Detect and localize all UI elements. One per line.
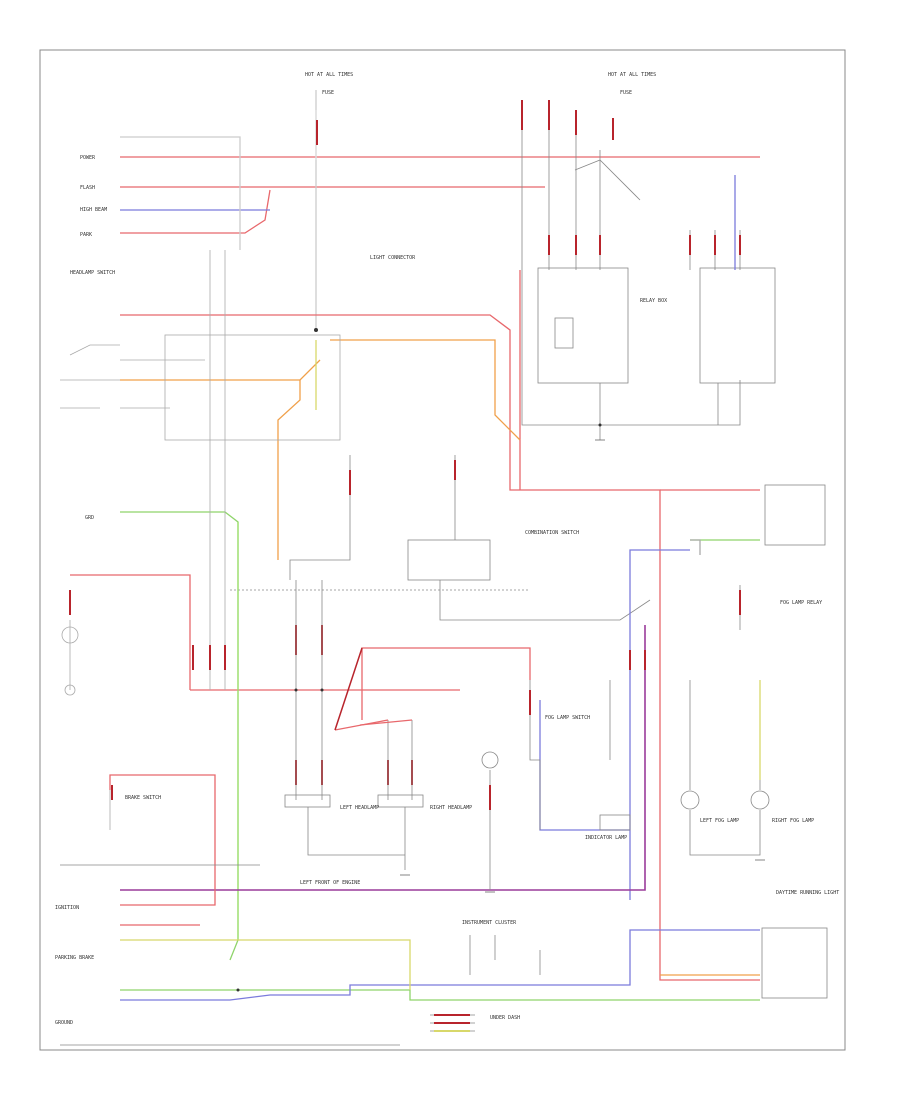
label-instrument-cluster: INSTRUMENT CLUSTER	[462, 920, 517, 926]
label-relay-box: RELAY BOX	[640, 298, 668, 304]
bottom-connectors	[60, 864, 541, 1046]
label-park: PARK	[80, 232, 93, 238]
purple-wire	[120, 625, 646, 891]
label-ignition: IGNITION	[55, 905, 80, 911]
label-light-connector: LIGHT CONNECTOR	[370, 255, 416, 261]
label-right-headlamp: RIGHT HEADLAMP	[430, 805, 473, 811]
label-flash: FLASH	[80, 185, 96, 191]
label-power: POWER	[80, 155, 96, 161]
label-brake-switch: BRAKE SWITCH	[125, 795, 162, 801]
splice-dots	[236, 328, 602, 992]
combination-switch	[230, 455, 651, 621]
label-hot-all-times-2: HOT AT ALL TIMES	[608, 72, 657, 78]
top-wire-bundle	[120, 90, 760, 330]
combination-stubs	[295, 460, 456, 785]
relay-stubs-red	[548, 235, 741, 255]
label-under-dash: UNDER DASH	[490, 1015, 521, 1021]
label-headlamp-switch: HEADLAMP SWITCH	[70, 270, 116, 276]
ground-symbols	[400, 439, 765, 893]
yellow-wire-bottom	[120, 539, 701, 990]
fog-lamp-switch	[481, 680, 631, 890]
label-left-headlamp: LEFT HEADLAMP	[340, 805, 380, 811]
label-indicator-lamp: INDICATOR LAMP	[585, 835, 628, 841]
label-fog-lamp-relay: FOG LAMP RELAY	[780, 600, 823, 606]
label-right-fog-lamp: RIGHT FOG LAMP	[772, 818, 815, 824]
right-fog-lamps	[680, 484, 828, 999]
label-combination-switch: COMBINATION SWITCH	[525, 530, 580, 536]
label-fuse-2: FUSE	[620, 90, 633, 96]
label-hot-all-times-1: HOT AT ALL TIMES	[305, 72, 354, 78]
label-fog-lamp-switch: FOG LAMP SWITCH	[545, 715, 591, 721]
label-parking-brake: PARKING BRAKE	[55, 955, 95, 961]
top-connector-stubs	[316, 100, 614, 145]
label-fuse-1: FUSE	[322, 90, 335, 96]
relay-box-upper	[521, 130, 776, 440]
red-loop-right	[120, 270, 760, 981]
bottom-stubs	[434, 1014, 470, 1024]
label-ground: GROUND	[55, 1020, 74, 1026]
diagram-frame	[39, 49, 846, 1051]
label-left-front-of-engine: LEFT FRONT OF ENGINE	[300, 880, 361, 886]
label-grd: GRD	[85, 515, 95, 521]
orange-wire	[120, 339, 760, 976]
label-high-beam: HIGH BEAM	[80, 207, 108, 213]
fog-stubs	[489, 650, 646, 810]
red-headlamp-loop	[190, 647, 531, 731]
red-diagonal	[334, 647, 363, 731]
headlamp-switch-area	[60, 334, 341, 441]
label-left-fog-lamp: LEFT FOG LAMP	[700, 818, 740, 824]
label-daytime-running-light: DAYTIME RUNNING LIGHT	[776, 890, 840, 896]
red-left-bottom	[70, 574, 216, 926]
left-stubs	[69, 590, 226, 800]
relay-lead	[574, 159, 641, 201]
headlamp-harness	[284, 580, 424, 870]
left-bundle	[61, 250, 226, 830]
